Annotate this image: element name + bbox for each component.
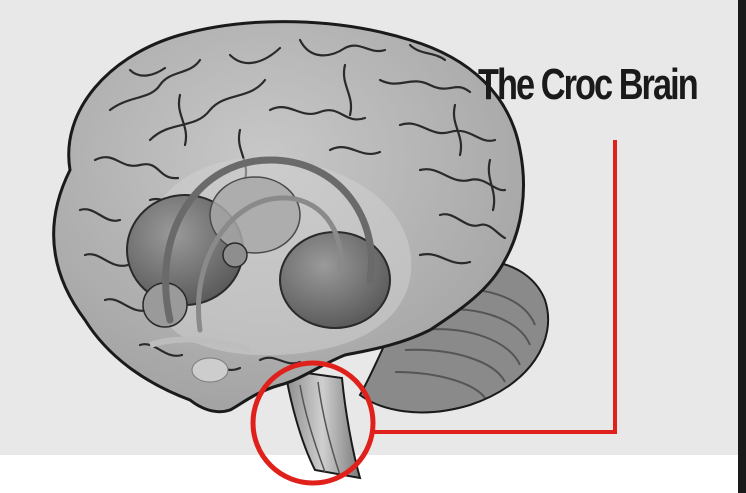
mammillary-body — [223, 243, 247, 267]
corpus-striatum — [210, 177, 300, 253]
brainstem — [285, 370, 360, 478]
pituitary — [192, 358, 228, 382]
callout-label: The Croc Brain — [478, 60, 697, 110]
